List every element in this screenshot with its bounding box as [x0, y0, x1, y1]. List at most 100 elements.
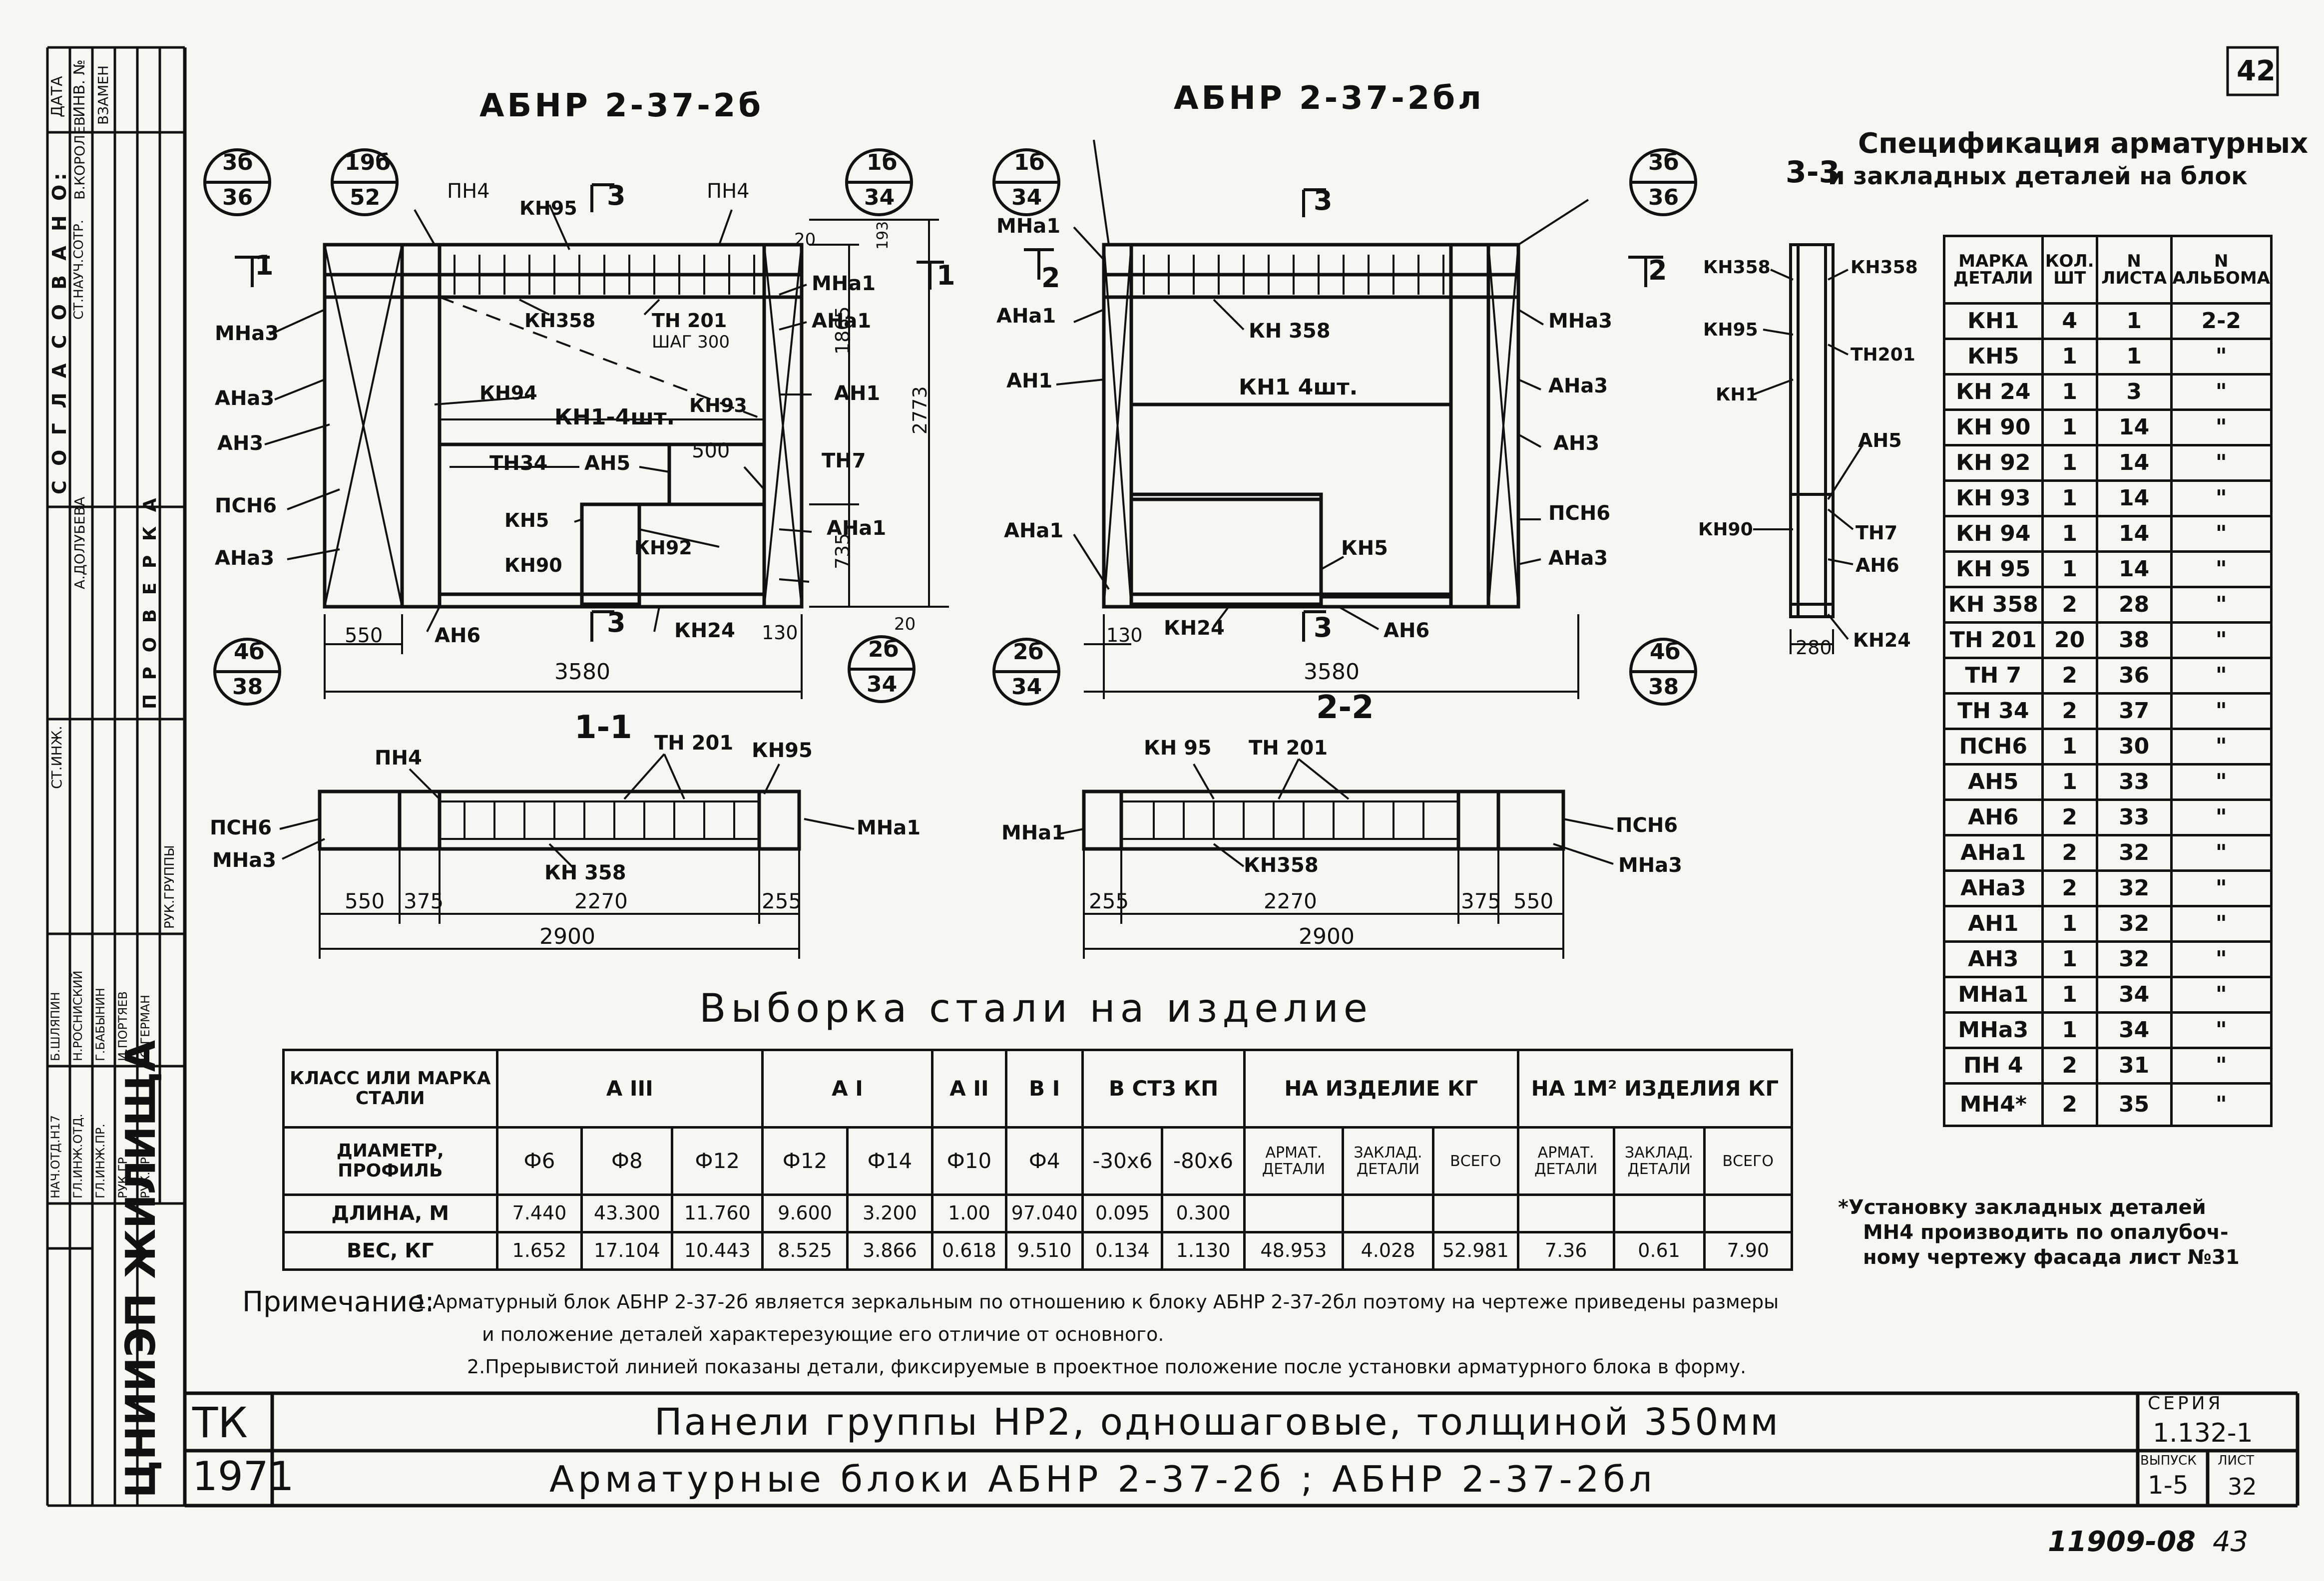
section-3-3 — [1789, 243, 1835, 654]
lbl-s2-th201: ТН 201 — [1249, 737, 1328, 760]
spec-cell: " — [2170, 834, 2273, 872]
steel-length — [1243, 1193, 1345, 1233]
spec-cell: " — [2170, 692, 2273, 730]
strip-row-2: ГЛ.ИНЖ.ПР. — [93, 1124, 107, 1198]
dim-s1-2900: 2900 — [539, 924, 595, 949]
circle-6-top: 1б — [1014, 150, 1045, 175]
spec-cell: " — [2170, 479, 2273, 517]
spec-cell: 32 — [2095, 905, 2173, 943]
spec-cell: " — [2170, 798, 2273, 836]
lbl-r-mna1: МНа1 — [996, 215, 1061, 238]
circle-6-bottom: 34 — [1011, 185, 1042, 210]
steel-diam: Ф12 — [671, 1126, 764, 1196]
strip-col-vzamen: ВЗАМЕН — [95, 65, 111, 125]
circle-3-bottom: 34 — [864, 185, 895, 210]
tb-line-1: Панели группы НР2, одношаговые, толщиной… — [654, 1401, 1781, 1444]
spec-cell: " — [2170, 373, 2273, 411]
dim-s1-550: 550 — [345, 889, 385, 913]
strip-col-date: ДАТА — [48, 76, 66, 117]
lbl-s3-th7: ТН7 — [1856, 522, 1898, 544]
lbl-s1-kn358: КН 358 — [544, 861, 626, 884]
spec-title-2: и закладных деталей на блок — [1828, 162, 2248, 190]
lbl-l-an5: АН5 — [584, 452, 631, 475]
spec-cell: КН5 — [1943, 338, 2044, 376]
lbl-s3-an5: АН5 — [1858, 429, 1902, 451]
lbl-l-kn5: КН5 — [504, 509, 549, 531]
lbl-l-th34: ТН34 — [489, 452, 548, 475]
steel-length — [1703, 1193, 1793, 1233]
steel-length — [1342, 1193, 1434, 1233]
steel-weight: 0.61 — [1612, 1231, 1706, 1271]
lbl-l-kn90: КН90 — [504, 554, 562, 576]
steel-diam: ВСЕГО — [1703, 1126, 1793, 1196]
circle-5-top: 2б — [868, 637, 899, 662]
tb-line-2: Арматурные блоки АБНР 2-37-2б ; АБНР 2-3… — [549, 1458, 1656, 1500]
circle-9-top: 4б — [1650, 639, 1681, 665]
lbl-r-an6: АН6 — [1384, 619, 1430, 642]
spec-cell: 33 — [2095, 798, 2173, 836]
spec-cell: 1 — [2041, 1011, 2098, 1049]
right-elevation-ties — [1103, 244, 1519, 607]
steel-diam: Ф10 — [930, 1126, 1007, 1196]
lbl-s1-kn95: КН95 — [752, 739, 813, 762]
spec-cell: " — [2170, 550, 2273, 588]
spec-cell: " — [2170, 1047, 2273, 1085]
spec-cell: 32 — [2095, 834, 2173, 872]
spec-cell: " — [2170, 1082, 2273, 1127]
circle-2-bottom: 52 — [350, 185, 381, 210]
spec-cell: " — [2170, 940, 2273, 978]
lbl-l-psn6: ПСН6 — [215, 494, 277, 517]
spec-cell: " — [2170, 905, 2273, 943]
lbl-r-mna3: МНа3 — [1548, 310, 1613, 333]
circle-8-top: 2б — [1013, 639, 1044, 665]
spec-cell: " — [2170, 586, 2273, 624]
section-marks — [235, 183, 1663, 642]
lbl-s3-kn24: КН24 — [1853, 629, 1911, 651]
lbl-l-mna3: МНа3 — [215, 322, 279, 345]
spec-cell: 1 — [2041, 338, 2098, 376]
spec-cell: 28 — [2095, 586, 2173, 624]
steel-weight: 10.443 — [671, 1231, 764, 1271]
lbl-l-pn4b: ПН4 — [707, 180, 750, 203]
lbl-r-twob: 2 — [1648, 255, 1667, 286]
steel-weight: 1.652 — [495, 1231, 583, 1271]
spec-cell: 30 — [2095, 728, 2173, 766]
org-stamp-frame — [113, 1203, 139, 1506]
spec-cell: ПН 4 — [1943, 1047, 2044, 1085]
lbl-r-ana3: АНа3 — [1548, 375, 1608, 397]
dim-l-130: 130 — [762, 622, 798, 644]
lbl-s1-th201: ТН 201 — [654, 732, 734, 755]
spec-cell: ТН 7 — [1943, 657, 2044, 695]
left-strip-frame — [46, 46, 185, 1507]
steel-weight: 0.618 — [930, 1231, 1007, 1271]
lbl-l-d500: 500 — [692, 439, 730, 462]
lbl-r-kn5: КН5 — [1341, 537, 1389, 560]
lbl-r-ana1: АНа1 — [996, 305, 1056, 328]
spec-cell: 31 — [2095, 1047, 2173, 1085]
lbl-s1-mna1: МНа1 — [857, 816, 921, 839]
lbl-l-shag: ШАГ 300 — [652, 332, 730, 352]
dim-l-735: 735 — [832, 533, 854, 569]
spec-cell: 2 — [2041, 1047, 2098, 1085]
steel-head-group: НА 1М² ИЗДЕЛИЯ КГ — [1516, 1049, 1794, 1129]
steel-diam: -80х6 — [1161, 1126, 1246, 1196]
strip-ruk-gruppy: РУК.ГРУППЫ — [162, 845, 177, 929]
steel-head-group: В СТ3 КП — [1081, 1049, 1246, 1129]
lbl-r-kn1: КН1 4шт. — [1239, 375, 1358, 400]
spec-cell: МН4* — [1943, 1082, 2044, 1127]
steel-head-diam: ДИАМЕТР, ПРОФИЛЬ — [282, 1126, 498, 1196]
strip-row-0: НАЧ.ОТД.Н17 — [48, 1115, 62, 1198]
spec-cell: 2 — [2041, 657, 2098, 695]
spec-cell: ПСН6 — [1943, 728, 2044, 766]
dim-s3-280: 280 — [1796, 637, 1832, 659]
spec-cell: 2 — [2041, 692, 2098, 730]
lbl-s1-psn6: ПСН6 — [210, 816, 272, 839]
